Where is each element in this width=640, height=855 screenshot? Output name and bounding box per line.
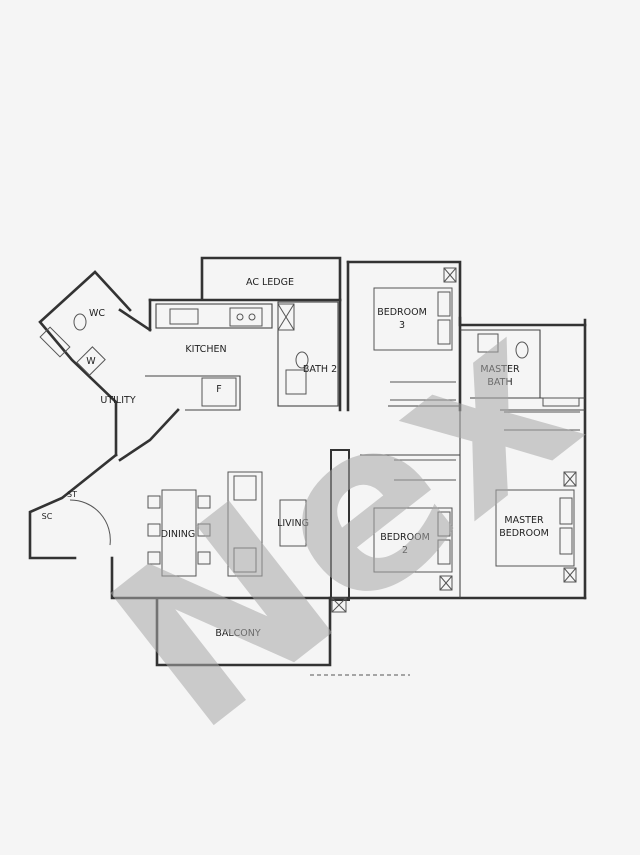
bed-icon: [373, 287, 453, 351]
label-master-bath-line1: MASTER: [480, 364, 520, 375]
bedroom2-bed-icon: [373, 507, 453, 573]
toilet-icon: [295, 351, 309, 369]
dining-table-icon: [161, 489, 197, 577]
label-st: ST: [67, 490, 77, 499]
wardrobe-bedroom3: [390, 381, 456, 401]
label-dining: DINING: [161, 529, 196, 540]
label-bedroom3-line1: BEDROOM: [377, 307, 427, 318]
label-washer: W: [86, 356, 96, 367]
entry-door-icon: [69, 499, 111, 546]
label-bedroom2-line2: 2: [402, 545, 408, 556]
wc-toilet-icon: [73, 313, 87, 331]
basin-icon: [285, 369, 307, 395]
label-living: LIVING: [277, 518, 309, 529]
kitchen-sink-icon: [169, 308, 199, 325]
label-balcony: BALCONY: [215, 628, 261, 639]
label-master-bedroom-line2: BEDROOM: [499, 528, 549, 539]
label-kitchen: KITCHEN: [185, 344, 226, 355]
fixtures: [39, 267, 580, 676]
fridge-icon: [201, 377, 237, 407]
exterior-walls: [28, 256, 587, 667]
label-bath-2: BATH 2: [303, 364, 337, 375]
label-utility: UTILITY: [100, 395, 135, 406]
label-master-bedroom-line1: MASTER: [504, 515, 544, 526]
tv-console-icon: [279, 499, 307, 547]
wardrobe-bedroom2: [394, 459, 456, 481]
label-master-bath-line2: BATH: [487, 377, 512, 388]
label-fridge: F: [216, 384, 221, 395]
label-wc: WC: [89, 308, 105, 319]
washer-icon: [76, 346, 106, 376]
label-bedroom2-line1: BEDROOM: [380, 532, 430, 543]
label-sc: SC: [42, 512, 53, 521]
label-bedroom3-line2: 3: [399, 320, 405, 331]
master-bath-basin-icon: [477, 333, 499, 353]
master-bed-icon: [495, 489, 575, 567]
cabinet-icon: [277, 303, 295, 331]
interior-walls: [145, 301, 585, 598]
label-ac-ledge: AC LEDGE: [246, 277, 294, 288]
wardrobe-master: [504, 411, 580, 431]
watermark-text: Nex: [67, 265, 623, 781]
master-bath-toilet-icon: [515, 341, 529, 359]
room-labels: AC LEDGE WC KITCHEN BATH 2 UTILITY F W B…: [42, 277, 549, 639]
hob-icon: [229, 307, 263, 327]
sofa-icon: [227, 471, 263, 577]
